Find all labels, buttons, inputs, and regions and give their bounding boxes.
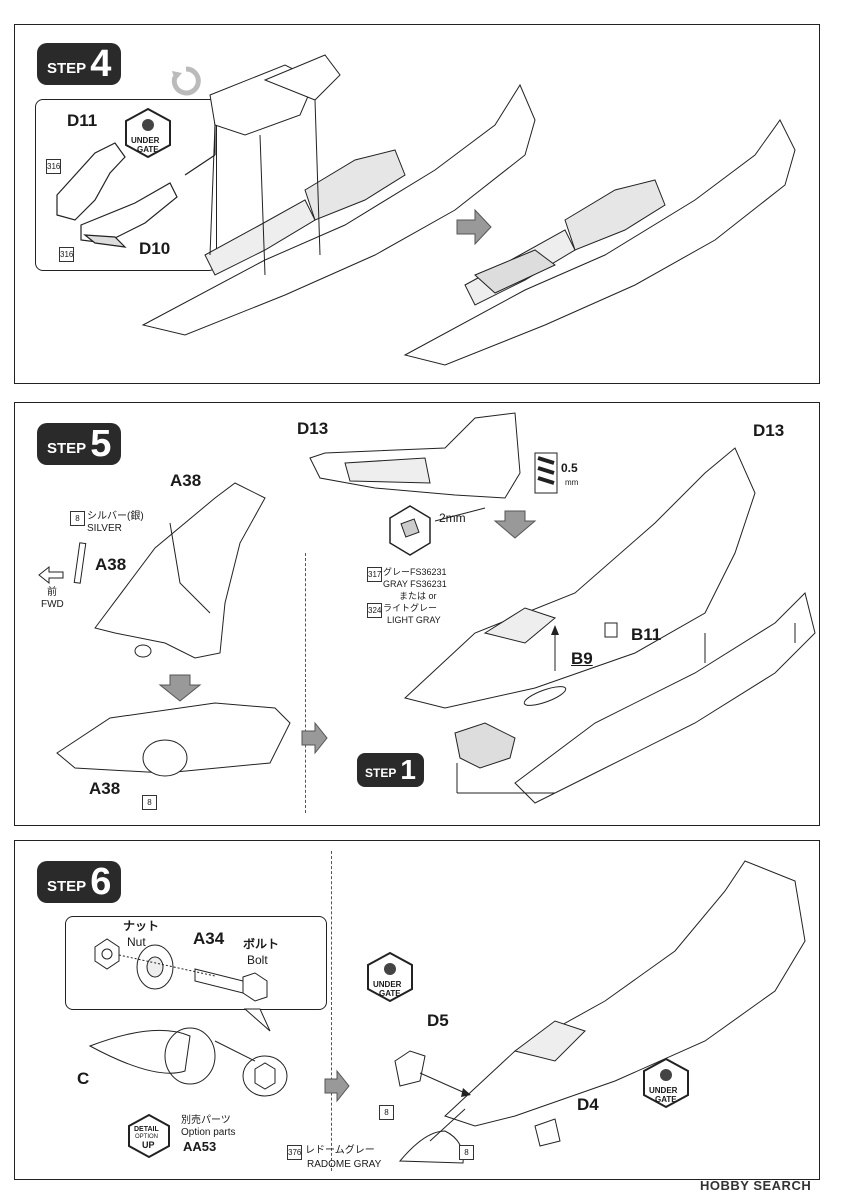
color-ref-316-b: 316 bbox=[59, 247, 74, 262]
bolt-jp: ボルト bbox=[243, 937, 280, 951]
color-ref-8: 8 bbox=[70, 511, 85, 526]
part-b11: B11 bbox=[631, 625, 662, 644]
nut-en: Nut bbox=[127, 935, 146, 949]
color-ref-8-bottom: 8 bbox=[142, 795, 157, 810]
part-a38-top: A38 bbox=[170, 471, 202, 490]
bolt-en: Bolt bbox=[247, 953, 268, 967]
part-d4: D4 bbox=[577, 1095, 599, 1114]
part-a38-mid: A38 bbox=[95, 555, 127, 574]
under-gate-marker-d4: UNDER GATE bbox=[641, 1057, 691, 1109]
under-gate-marker-d5: UNDER GATE bbox=[365, 951, 415, 1003]
radome-en: RADOME GRAY bbox=[307, 1159, 382, 1170]
step-1-ref-badge: STEP 1 bbox=[357, 753, 424, 787]
step-6-panel: STEP 6 ナ bbox=[14, 840, 820, 1180]
part-d13-left: D13 bbox=[297, 419, 329, 438]
color-ref-316-a: 316 bbox=[46, 159, 61, 174]
hole-size: 2mm bbox=[439, 511, 466, 525]
part-d13-right: D13 bbox=[753, 421, 785, 440]
option-code: AA53 bbox=[183, 1139, 217, 1154]
option-en: Option parts bbox=[181, 1127, 236, 1138]
step-4-panel: STEP 4 bbox=[14, 24, 820, 384]
radome-jp: レドームグレー bbox=[305, 1145, 375, 1156]
under-gate-marker-step4: UNDER GATE bbox=[123, 107, 173, 159]
or-text: または or bbox=[399, 591, 437, 601]
part-d5: D5 bbox=[427, 1011, 449, 1030]
part-c: C bbox=[77, 1069, 90, 1088]
step-6-divider bbox=[331, 851, 332, 1171]
drill-unit: mm bbox=[565, 478, 579, 487]
lgray-en: LIGHT GRAY bbox=[387, 615, 441, 625]
option-jp: 別売パーツ bbox=[181, 1115, 231, 1126]
fwd-en: FWD bbox=[41, 599, 64, 610]
step-6-badge: STEP 6 bbox=[37, 861, 122, 903]
step-4-badge: STEP 4 bbox=[37, 43, 122, 85]
step-5-badge: STEP 5 bbox=[37, 423, 122, 465]
fwd-jp: 前 bbox=[47, 587, 57, 598]
hobby-search-watermark: HOBBY SEARCH bbox=[700, 1178, 812, 1193]
part-d10-label: D10 bbox=[139, 239, 171, 258]
rotate-icon bbox=[171, 66, 201, 96]
part-a38-bottom: A38 bbox=[89, 779, 121, 798]
part-b9: B9 bbox=[571, 649, 593, 668]
drill-size: 0.5 bbox=[561, 461, 578, 475]
color-ref-376: 376 bbox=[287, 1145, 302, 1160]
color-ref-8-a: 8 bbox=[379, 1105, 394, 1120]
step-5-divider bbox=[305, 553, 306, 813]
nut-jp: ナット bbox=[123, 919, 160, 933]
gray-jp: グレーFS36231 bbox=[383, 567, 447, 577]
part-d11-label: D11 bbox=[67, 111, 98, 130]
color-ref-317: 317 bbox=[367, 567, 382, 582]
step-6-drawing bbox=[88, 860, 806, 1164]
part-a34: A34 bbox=[193, 929, 225, 948]
gray-en: GRAY FS36231 bbox=[383, 579, 447, 589]
color-ref-8-b: 8 bbox=[459, 1145, 474, 1160]
color-ref-324: 324 bbox=[367, 603, 382, 618]
silver-jp: シルバー(銀) bbox=[87, 511, 144, 522]
step-5-panel: STEP 5 bbox=[14, 402, 820, 826]
step-5-drawing bbox=[38, 412, 816, 804]
inset-callout bbox=[56, 54, 796, 366]
detail-up-option-icon: DETAIL OPTION UP bbox=[127, 1113, 171, 1159]
lgray-jp: ライトグレー bbox=[383, 603, 438, 613]
silver-en: SILVER bbox=[87, 523, 122, 534]
